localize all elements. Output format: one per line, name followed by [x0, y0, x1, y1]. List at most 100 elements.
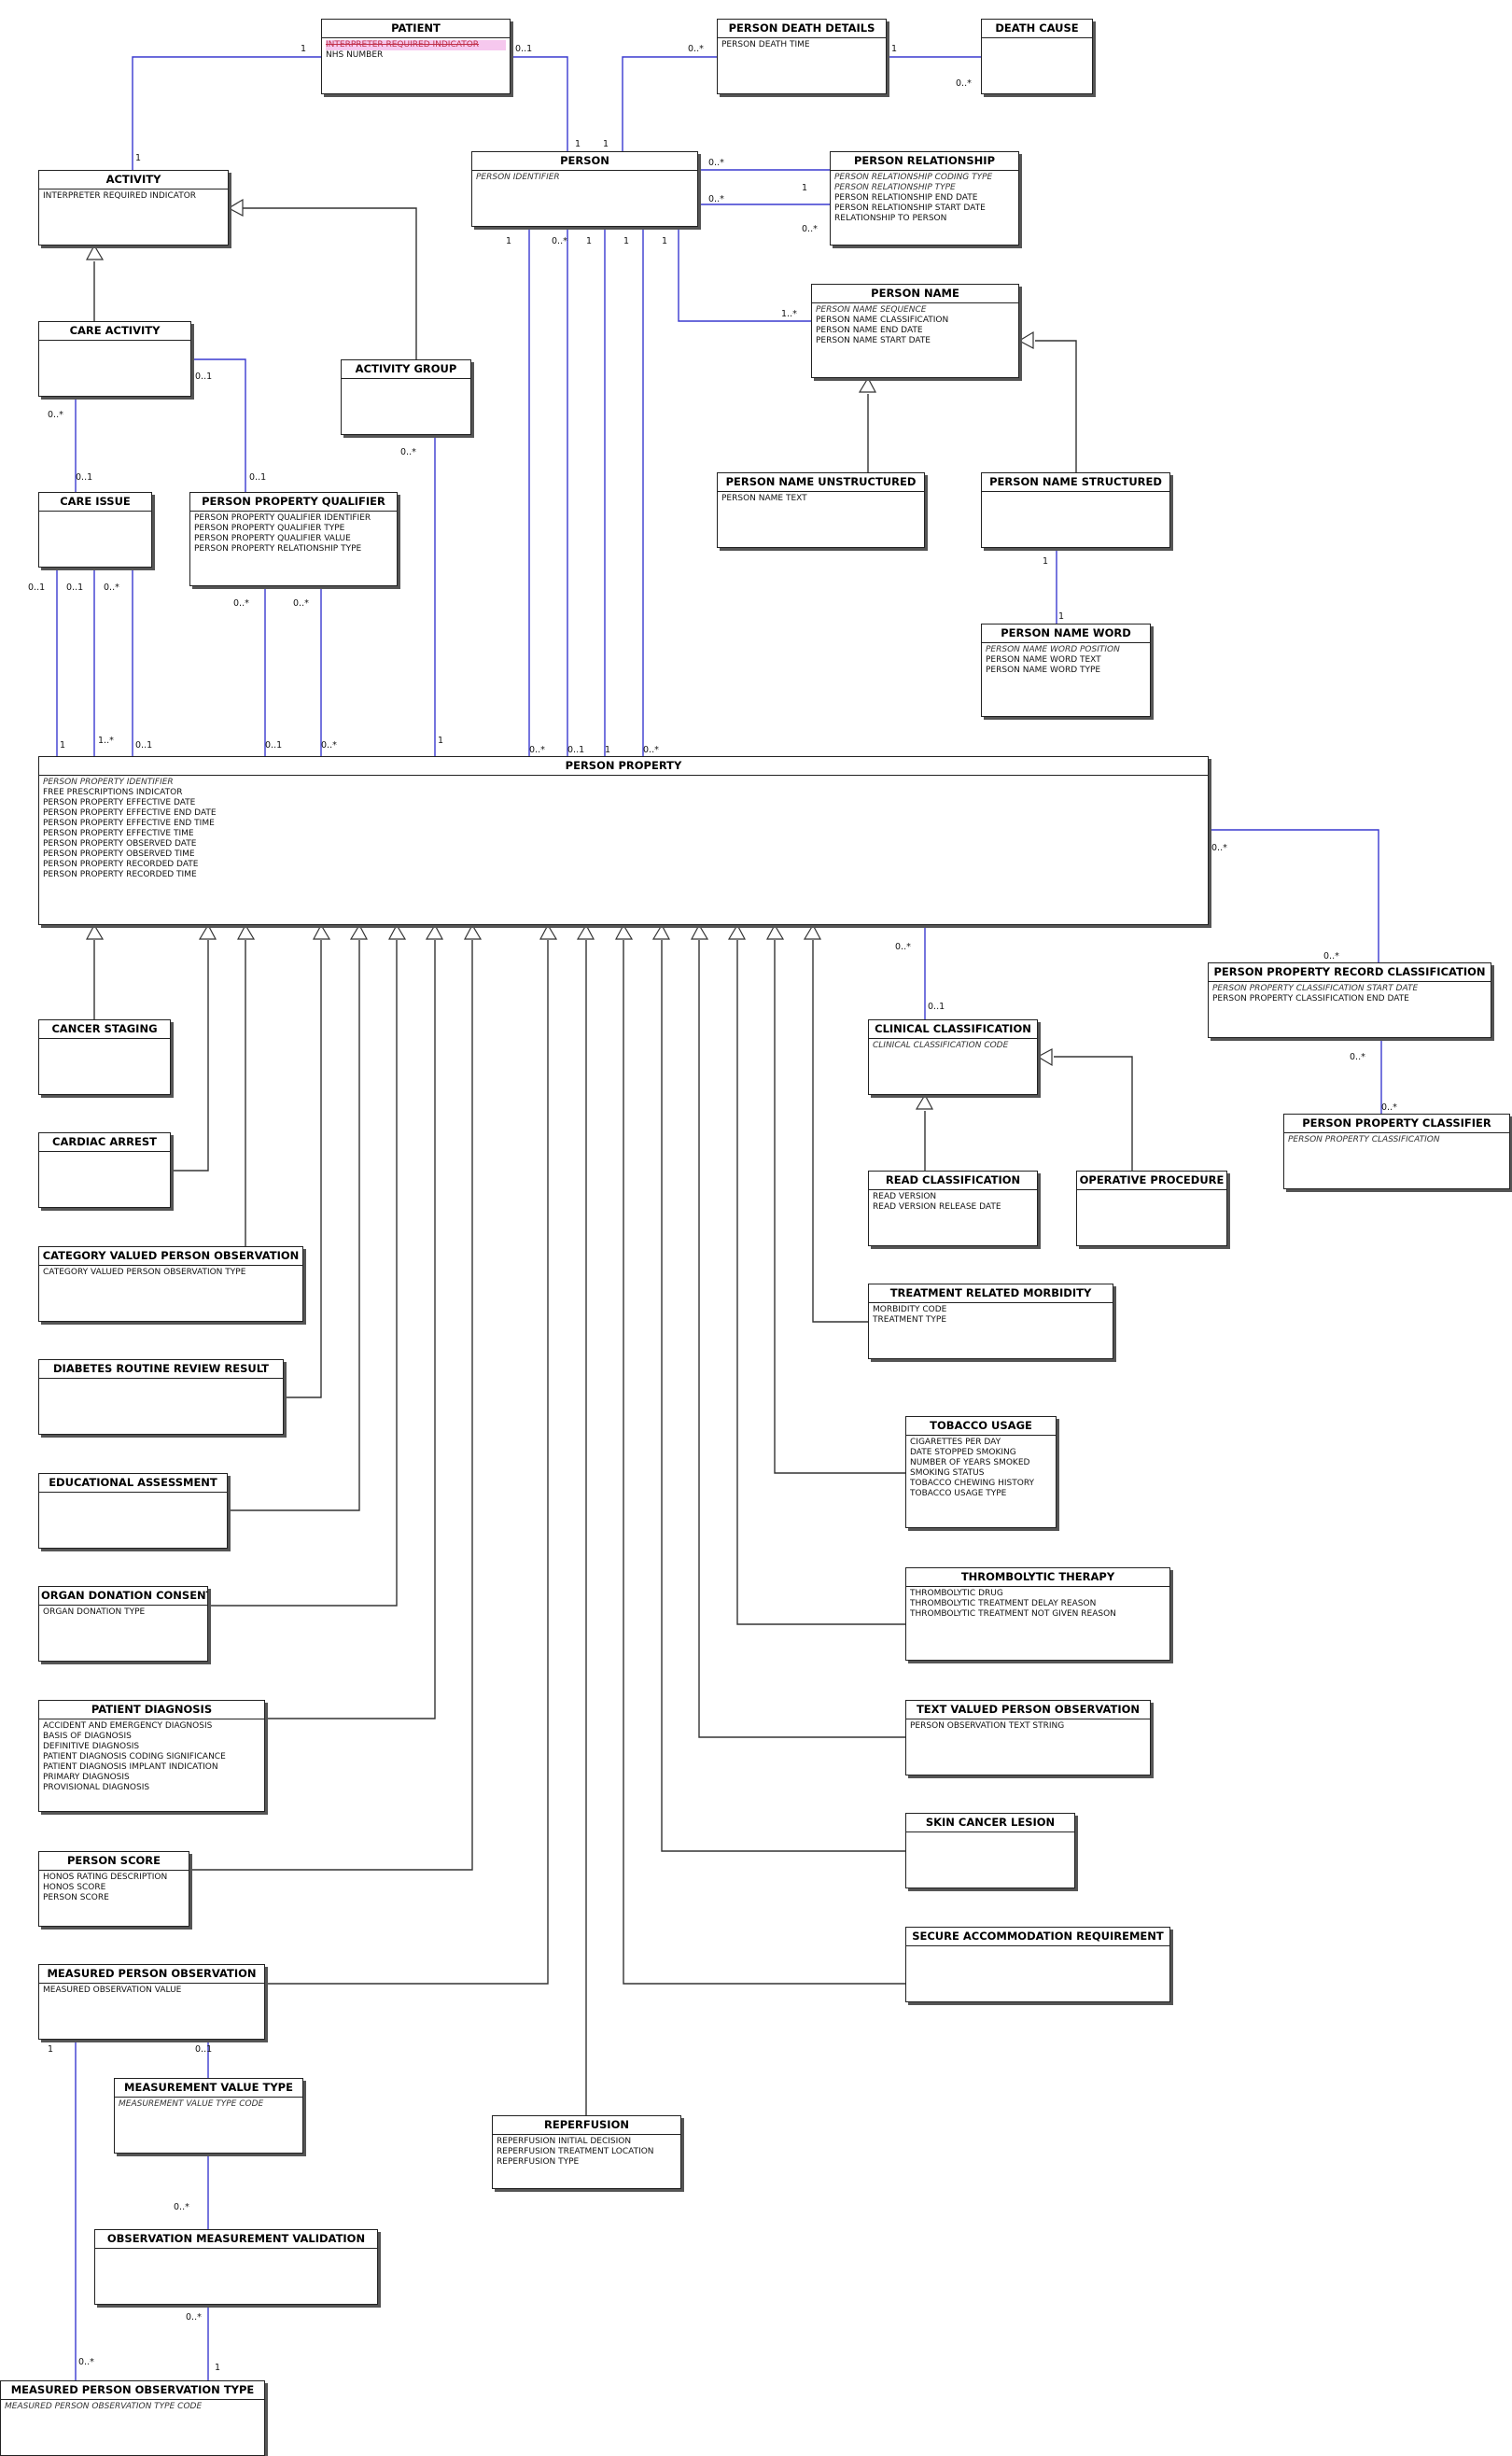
- multiplicity-label: 0..*: [1381, 1102, 1397, 1113]
- generalization-arrowhead: [425, 923, 443, 940]
- class-care-issue[interactable]: CARE ISSUE: [38, 492, 152, 568]
- generalization-line: [812, 940, 868, 1323]
- multiplicity-label: 0..1: [28, 582, 46, 593]
- generalization-arrowhead: [86, 244, 105, 260]
- class-attribute: PERSON PROPERTY IDENTIFIER: [43, 778, 174, 787]
- multiplicity-label: 0..*: [233, 598, 249, 609]
- class-death-cause[interactable]: DEATH CAUSE: [981, 19, 1093, 94]
- generalization-line: [736, 940, 905, 1625]
- class-attribute: PERSON NAME CLASSIFICATION: [816, 316, 949, 325]
- multiplicity-label: 1: [662, 236, 668, 246]
- class-attribute: DEFINITIVE DIAGNOSIS: [43, 1742, 140, 1751]
- class-attribute: PERSON PROPERTY OBSERVED TIME: [43, 849, 195, 859]
- generalization-arrowhead: [1036, 1048, 1053, 1067]
- class-attribute: PERSON RELATIONSHIP TYPE: [834, 183, 956, 192]
- class-observation-measurement-validation[interactable]: OBSERVATION MEASUREMENT VALIDATION: [94, 2229, 378, 2305]
- class-attribute: PERSON NAME WORD POSITION: [986, 645, 1120, 654]
- class-care-activity[interactable]: CARE ACTIVITY: [38, 321, 191, 397]
- class-attribute: PERSON PROPERTY EFFECTIVE END TIME: [43, 819, 215, 828]
- class-name: PERSON NAME UNSTRUCTURED: [718, 473, 924, 492]
- generalization-arrowhead: [349, 923, 368, 940]
- class-skin-cancer-lesion[interactable]: SKIN CANCER LESION: [905, 1813, 1075, 1888]
- class-name: SKIN CANCER LESION: [906, 1814, 1074, 1832]
- class-name: PERSON: [472, 152, 697, 171]
- class-activity-group[interactable]: ACTIVITY GROUP: [341, 359, 471, 435]
- multiplicity-label: 0..1: [515, 44, 533, 54]
- multiplicity-label: 0..1: [928, 1002, 945, 1012]
- multiplicity-label: 1: [1058, 611, 1065, 622]
- class-diabetes-routine-review-result[interactable]: DIABETES ROUTINE REVIEW RESULT: [38, 1359, 284, 1435]
- attribute-list: PERSON PROPERTY CLASSIFICATION: [1284, 1133, 1509, 1147]
- class-attribute: CATEGORY VALUED PERSON OBSERVATION TYPE: [43, 1268, 246, 1277]
- multiplicity-label: 1: [1043, 556, 1049, 567]
- attribute-list: [39, 1039, 170, 1043]
- class-secure-accommodation-requirement[interactable]: SECURE ACCOMMODATION REQUIREMENT: [905, 1927, 1170, 2002]
- attribute-list: MEASURED OBSERVATION VALUE: [39, 1984, 264, 1998]
- generalization-line: [774, 940, 905, 1474]
- generalization-arrowhead: [727, 923, 746, 940]
- class-attribute: THROMBOLYTIC TREATMENT NOT GIVEN REASON: [910, 1609, 1116, 1619]
- class-name: PERSON RELATIONSHIP: [831, 152, 1018, 171]
- class-attribute: REPERFUSION TREATMENT LOCATION: [497, 2147, 654, 2156]
- class-cancer-staging[interactable]: CANCER STAGING: [38, 1019, 171, 1095]
- generalization-arrowhead: [858, 376, 876, 393]
- multiplicity-label: 1: [135, 153, 142, 163]
- class-name: MEASURED PERSON OBSERVATION: [39, 1965, 264, 1984]
- generalization-arrowhead: [237, 923, 256, 940]
- class-name: ORGAN DONATION CONSENT: [39, 1587, 207, 1606]
- multiplicity-label: 1: [60, 740, 66, 751]
- class-name: TEXT VALUED PERSON OBSERVATION: [906, 1701, 1150, 1719]
- multiplicity-label: 0..*: [1323, 951, 1339, 961]
- attribute-list: CATEGORY VALUED PERSON OBSERVATION TYPE: [39, 1266, 302, 1280]
- class-name: CARDIAC ARREST: [39, 1133, 170, 1152]
- class-cardiac-arrest[interactable]: CARDIAC ARREST: [38, 1132, 171, 1208]
- generalization-line: [265, 940, 436, 1719]
- multiplicity-label: 1: [506, 236, 512, 246]
- class-attribute: PRIMARY DIAGNOSIS: [43, 1773, 130, 1782]
- multiplicity-label: 0..*: [688, 44, 704, 54]
- class-name: TOBACCO USAGE: [906, 1417, 1056, 1436]
- class-attribute: PERSON NAME START DATE: [816, 336, 931, 345]
- class-attribute: PATIENT DIAGNOSIS IMPLANT INDICATION: [43, 1762, 218, 1772]
- class-operative-procedure[interactable]: OPERATIVE PROCEDURE: [1076, 1171, 1227, 1246]
- class-name: CLINICAL CLASSIFICATION: [869, 1020, 1037, 1039]
- class-educational-assessment[interactable]: EDUCATIONAL ASSESSMENT: [38, 1473, 228, 1549]
- multiplicity-label: 0..1: [249, 472, 267, 483]
- multiplicity-label: 0..*: [802, 224, 818, 234]
- generalization-arrowhead: [803, 923, 821, 940]
- attribute-list: ORGAN DONATION TYPE: [39, 1606, 207, 1620]
- class-attribute: PERSON PROPERTY QUALIFIER TYPE: [194, 524, 345, 533]
- class-person-name-structured[interactable]: PERSON NAME STRUCTURED: [981, 472, 1170, 548]
- class-name: PATIENT DIAGNOSIS: [39, 1701, 264, 1719]
- class-attribute: MEASURED PERSON OBSERVATION TYPE CODE: [5, 2402, 203, 2411]
